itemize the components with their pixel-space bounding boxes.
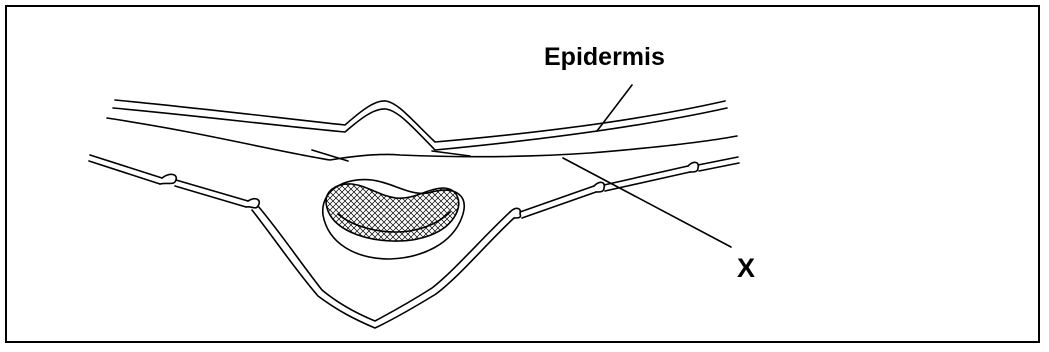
midrib-mark-right	[432, 151, 470, 156]
stoma-right-2	[594, 182, 604, 192]
lower-epidermis-left-2	[175, 180, 248, 207]
lower-epidermis-right-1	[520, 186, 596, 218]
stoma-left-1	[160, 174, 176, 184]
lower-epidermis-right-3	[698, 157, 739, 171]
stoma-left-2	[246, 199, 259, 208]
stoma-right-1	[510, 208, 521, 218]
epidermis-leader-line	[597, 85, 632, 131]
epidermis-label: Epidermis	[544, 45, 665, 70]
lower-epidermis-left-1	[89, 155, 162, 184]
stoma-right-3	[688, 162, 698, 172]
x-label: X	[737, 255, 755, 282]
x-leader-line	[563, 158, 731, 247]
upper-epidermis-inner	[113, 108, 727, 150]
